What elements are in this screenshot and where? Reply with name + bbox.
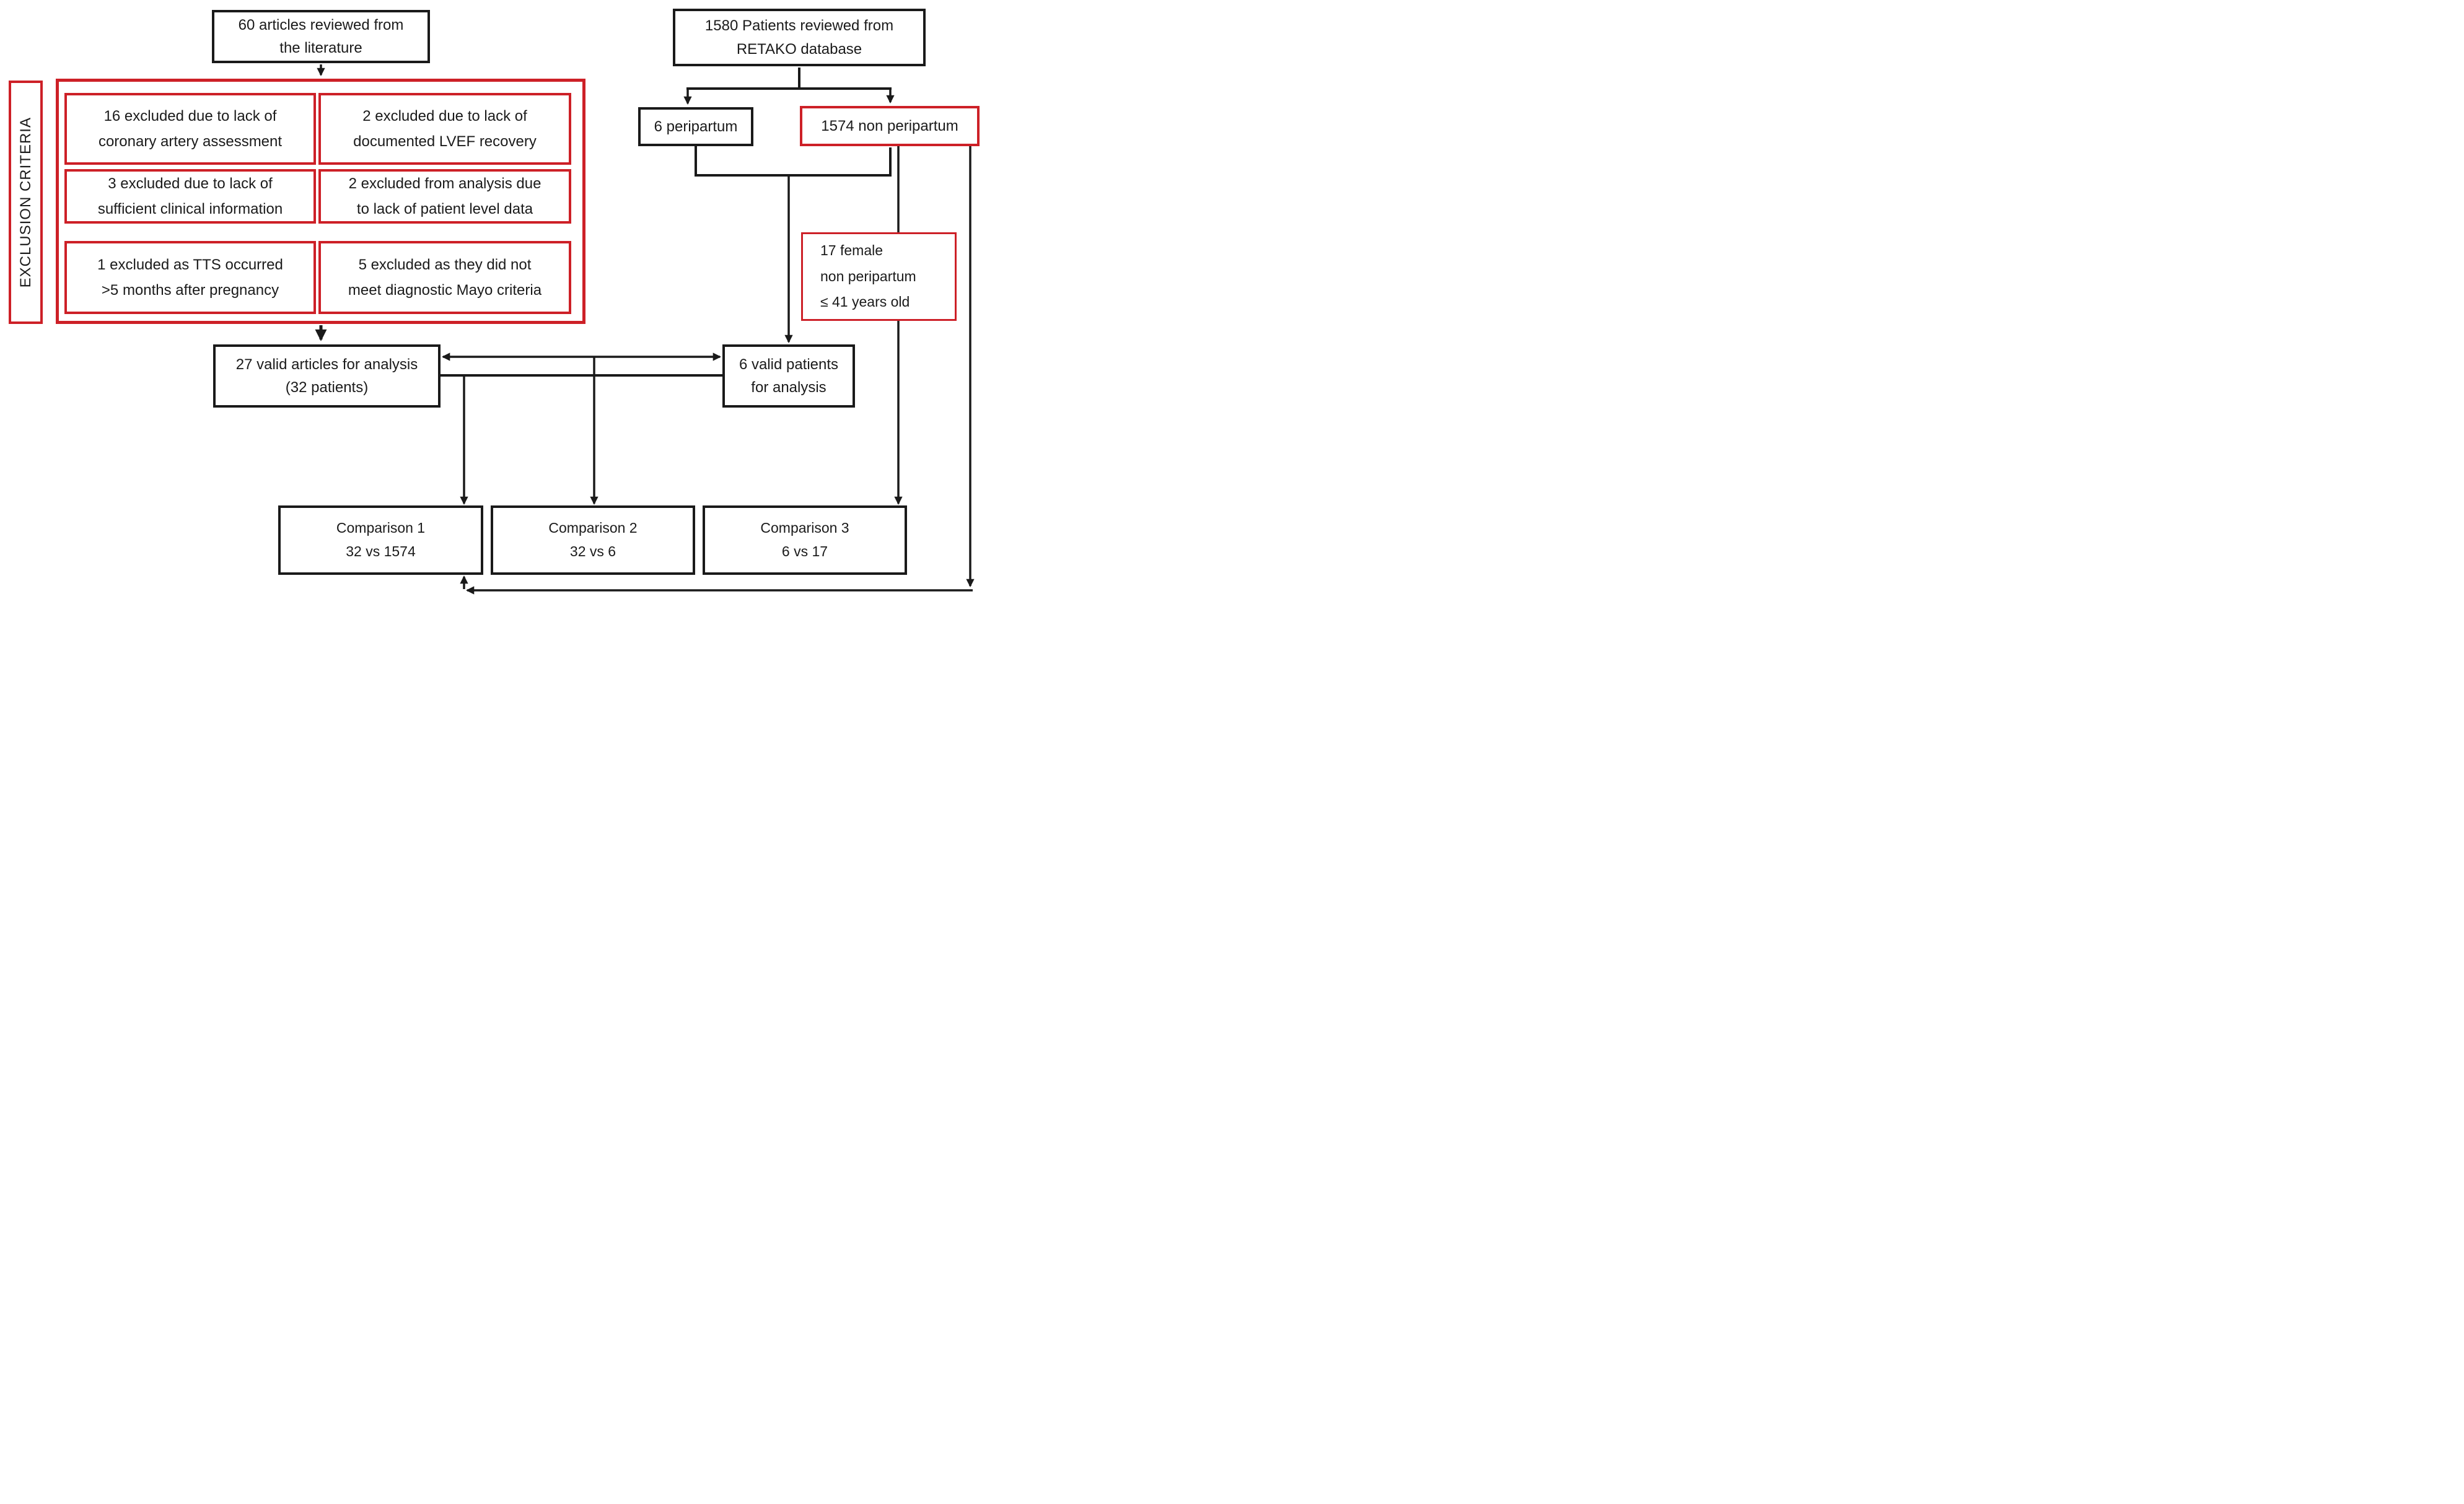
box-retako-reviewed: 1580 Patients reviewed from RETAKO datab… [673, 9, 926, 66]
connector-merge-elbow [695, 146, 892, 177]
box-valid-articles: 27 valid articles for analysis (32 patie… [213, 344, 441, 408]
box-female-filter: 17 female non peripartum ≤ 41 years old [801, 232, 957, 321]
box-comparison-1: Comparison 1 32 vs 1574 [278, 505, 483, 575]
exclusion-criteria-label-box: EXCLUSION CRITERIA [9, 81, 43, 324]
box-valid-patients: 6 valid patients for analysis [722, 344, 855, 408]
box-non-peripartum: 1574 non peripartum [800, 106, 980, 146]
study-flow-diagram: 60 articles reviewed from the literature… [0, 0, 985, 601]
connector-layer [315, 64, 975, 595]
exclusion-box-clinical-info: 3 excluded due to lack of sufficient cli… [64, 169, 316, 224]
box-articles-reviewed: 60 articles reviewed from the literature [212, 10, 430, 63]
box-comparison-2: Comparison 2 32 vs 6 [491, 505, 695, 575]
box-peripartum: 6 peripartum [638, 107, 753, 146]
exclusion-box-coronary: 16 excluded due to lack of coronary arte… [64, 93, 316, 165]
box-comparison-3: Comparison 3 6 vs 17 [703, 505, 907, 575]
exclusion-criteria-label: EXCLUSION CRITERIA [17, 116, 34, 288]
exclusion-box-lvef: 2 excluded due to lack of documented LVE… [318, 93, 571, 165]
exclusion-box-mayo-criteria: 5 excluded as they did not meet diagnost… [318, 241, 571, 314]
exclusion-box-patient-level: 2 excluded from analysis due to lack of … [318, 169, 571, 224]
exclusion-box-tts-timing: 1 excluded as TTS occurred >5 months aft… [64, 241, 316, 314]
